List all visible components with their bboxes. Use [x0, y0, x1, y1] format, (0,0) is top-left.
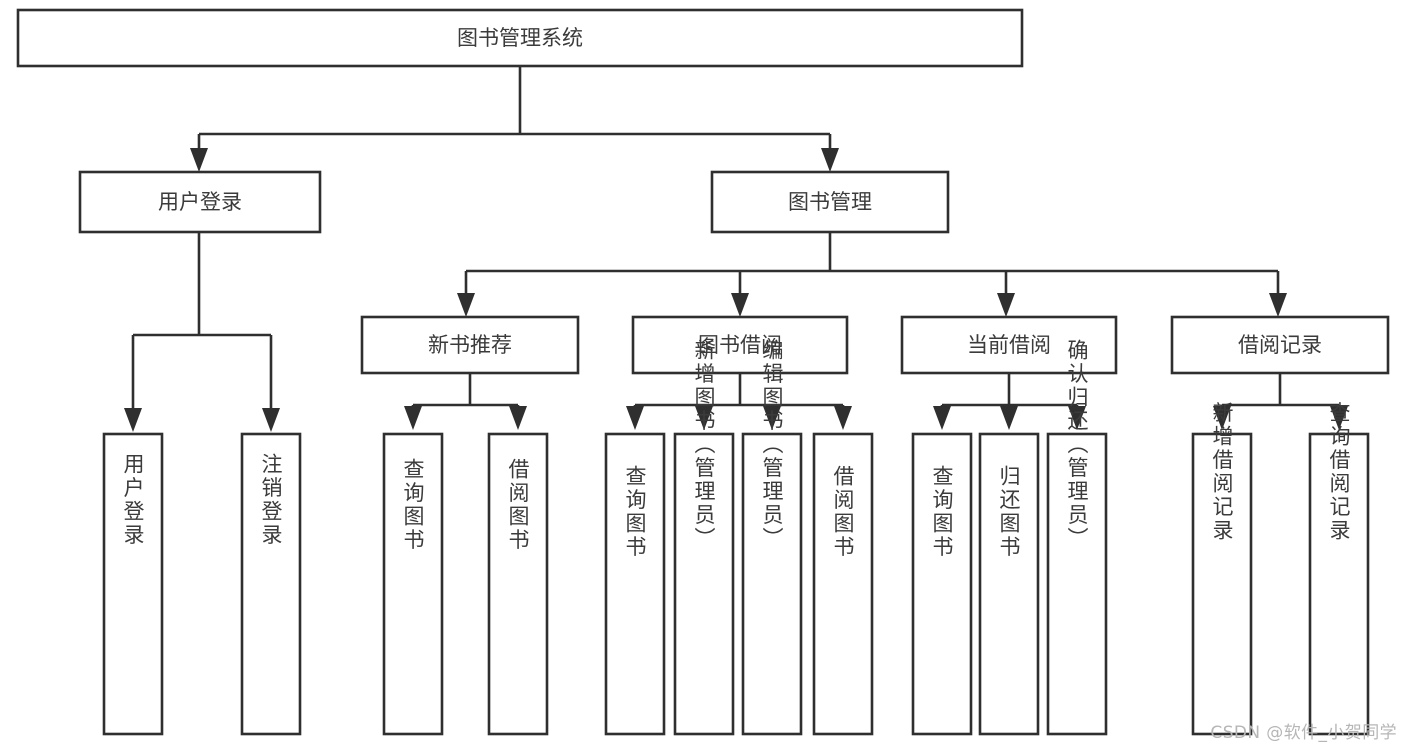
node-book-borrow-label: 图书借阅 [698, 333, 782, 357]
node-leaf-add-record-box[interactable] [1191, 432, 1253, 736]
node-leaf-borrow-book-2-box[interactable] [812, 432, 874, 736]
node-leaf-logout-label: 注销登录 [259, 453, 283, 547]
node-root[interactable]: 图书管理系统 [16, 8, 1024, 68]
node-book-borrow-box[interactable] [631, 315, 849, 375]
node-leaf-confirm-return-box[interactable] [1046, 432, 1108, 736]
arrow-to-leaf-borrow-book-1 [509, 406, 527, 430]
node-leaf-query-book-2-box[interactable] [604, 432, 666, 736]
node-leaf-return-book-label: 归还图书 [997, 465, 1021, 559]
node-leaf-edit-book-label: 编辑图书（管理员） [760, 339, 784, 551]
arrow-to-book-borrow [731, 293, 749, 317]
node-leaf-add-book[interactable]: 新增图书（管理员） [673, 339, 735, 736]
node-borrow-record[interactable]: 借阅记录 [1170, 315, 1390, 375]
node-leaf-query-book-1-box[interactable] [382, 432, 444, 736]
node-leaf-borrow-book-1-label: 借阅图书 [506, 458, 530, 552]
csdn-watermark: CSDN @软件_小贺同学 [1210, 723, 1397, 743]
arrow-to-leaf-borrow-book-2 [834, 406, 852, 430]
node-leaf-user-login-label: 用户登录 [121, 453, 145, 547]
node-root-label: 图书管理系统 [457, 26, 583, 50]
node-leaf-query-book-1[interactable]: 查询图书 [382, 432, 444, 736]
node-leaf-query-book-1-label: 查询图书 [401, 458, 425, 552]
arrow-to-leaf-query-book-3 [933, 406, 951, 430]
node-leaf-add-book-label: 新增图书（管理员） [692, 339, 716, 551]
arrow-to-borrow-record [1269, 293, 1287, 317]
node-user-login-label: 用户登录 [158, 190, 242, 214]
node-user-login-box[interactable] [78, 170, 322, 234]
arrow-to-book-manage [821, 148, 839, 172]
node-current-borrow-label: 当前借阅 [967, 333, 1051, 357]
node-leaf-query-record-label: 查询借阅记录 [1327, 402, 1351, 543]
node-book-manage[interactable]: 图书管理 [710, 170, 950, 234]
arrow-to-new-book-recommend [457, 293, 475, 317]
node-leaf-return-book-box[interactable] [978, 432, 1040, 736]
node-book-borrow[interactable]: 图书借阅 [631, 315, 849, 375]
node-leaf-add-book-box[interactable] [673, 432, 735, 736]
node-book-manage-box[interactable] [710, 170, 950, 234]
node-user-login[interactable]: 用户登录 [78, 170, 322, 234]
node-leaf-logout-box[interactable] [240, 432, 302, 736]
node-leaf-borrow-book-1[interactable]: 借阅图书 [487, 432, 549, 736]
arrow-to-current-borrow [997, 293, 1015, 317]
node-leaf-logout[interactable]: 注销登录 [240, 432, 302, 736]
node-leaf-query-book-2-label: 查询图书 [623, 465, 647, 559]
node-leaf-borrow-book-2-label: 借阅图书 [831, 465, 855, 559]
node-leaf-return-book[interactable]: 归还图书 [978, 432, 1040, 736]
node-leaf-borrow-book-2[interactable]: 借阅图书 [812, 432, 874, 736]
node-root-box[interactable] [16, 8, 1024, 68]
node-current-borrow[interactable]: 当前借阅 [900, 315, 1118, 375]
arrow-to-leaf-query-book-1 [404, 406, 422, 430]
connector-layer [124, 66, 1348, 432]
node-leaf-add-record-label: 新增借阅记录 [1210, 402, 1234, 543]
node-leaf-edit-book[interactable]: 编辑图书（管理员） [741, 339, 803, 736]
node-new-book-recommend-label: 新书推荐 [428, 333, 512, 357]
node-leaf-add-record[interactable]: 新增借阅记录 [1191, 402, 1253, 736]
node-leaf-query-record[interactable]: 查询借阅记录 [1308, 402, 1370, 736]
node-borrow-record-box[interactable] [1170, 315, 1390, 375]
node-leaf-confirm-return-label: 确认归还（管理员） [1065, 339, 1089, 551]
node-new-book-recommend-box[interactable] [360, 315, 580, 375]
arrow-to-leaf-user-login [124, 408, 142, 432]
node-leaf-confirm-return[interactable]: 确认归还（管理员） [1046, 339, 1108, 736]
node-leaf-user-login-box[interactable] [102, 432, 164, 736]
node-leaf-edit-book-box[interactable] [741, 432, 803, 736]
node-book-manage-label: 图书管理 [788, 190, 872, 214]
arrow-to-user-login [190, 148, 208, 172]
node-leaf-user-login[interactable]: 用户登录 [102, 432, 164, 736]
node-leaf-borrow-book-1-box[interactable] [487, 432, 549, 736]
node-leaf-query-book-3-label: 查询图书 [930, 465, 954, 559]
node-new-book-recommend[interactable]: 新书推荐 [360, 315, 580, 375]
node-leaf-query-book-3[interactable]: 查询图书 [911, 432, 973, 736]
node-borrow-record-label: 借阅记录 [1238, 333, 1322, 357]
arrow-to-leaf-query-book-2 [626, 406, 644, 430]
node-current-borrow-box[interactable] [900, 315, 1118, 375]
arrow-to-leaf-logout [262, 408, 280, 432]
node-leaf-query-book-2[interactable]: 查询图书 [604, 432, 666, 736]
node-leaf-query-record-box[interactable] [1308, 432, 1370, 736]
node-leaf-query-book-3-box[interactable] [911, 432, 973, 736]
arrow-to-leaf-return-book [1000, 406, 1018, 430]
